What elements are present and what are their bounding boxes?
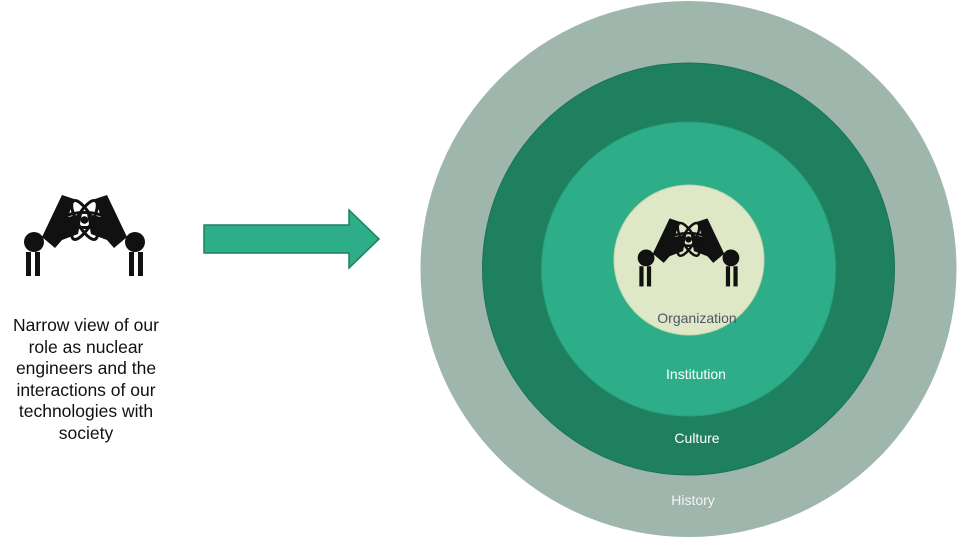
ring-organization	[613, 184, 765, 336]
caption-line: interactions of our	[16, 379, 156, 400]
label-history: History	[671, 492, 715, 508]
label-organization: Organization	[657, 310, 736, 326]
caption-text: Narrow view of our role as nuclear engin…	[0, 315, 172, 444]
arrow-shape	[203, 208, 381, 270]
hands-holding-atom-icon	[22, 190, 147, 280]
caption-line: Narrow view of our	[13, 315, 159, 335]
caption-line: role as nuclear	[28, 336, 144, 357]
label-culture: Culture	[674, 430, 719, 446]
caption-line: society	[58, 422, 114, 443]
label-institution: Institution	[666, 366, 726, 382]
caption-line: engineers and the	[15, 358, 157, 378]
caption-line: technologies with	[18, 401, 154, 421]
concentric-rings-diagram: History Culture Institution Organization	[420, 1, 957, 537]
right-arrow-icon	[203, 208, 381, 270]
